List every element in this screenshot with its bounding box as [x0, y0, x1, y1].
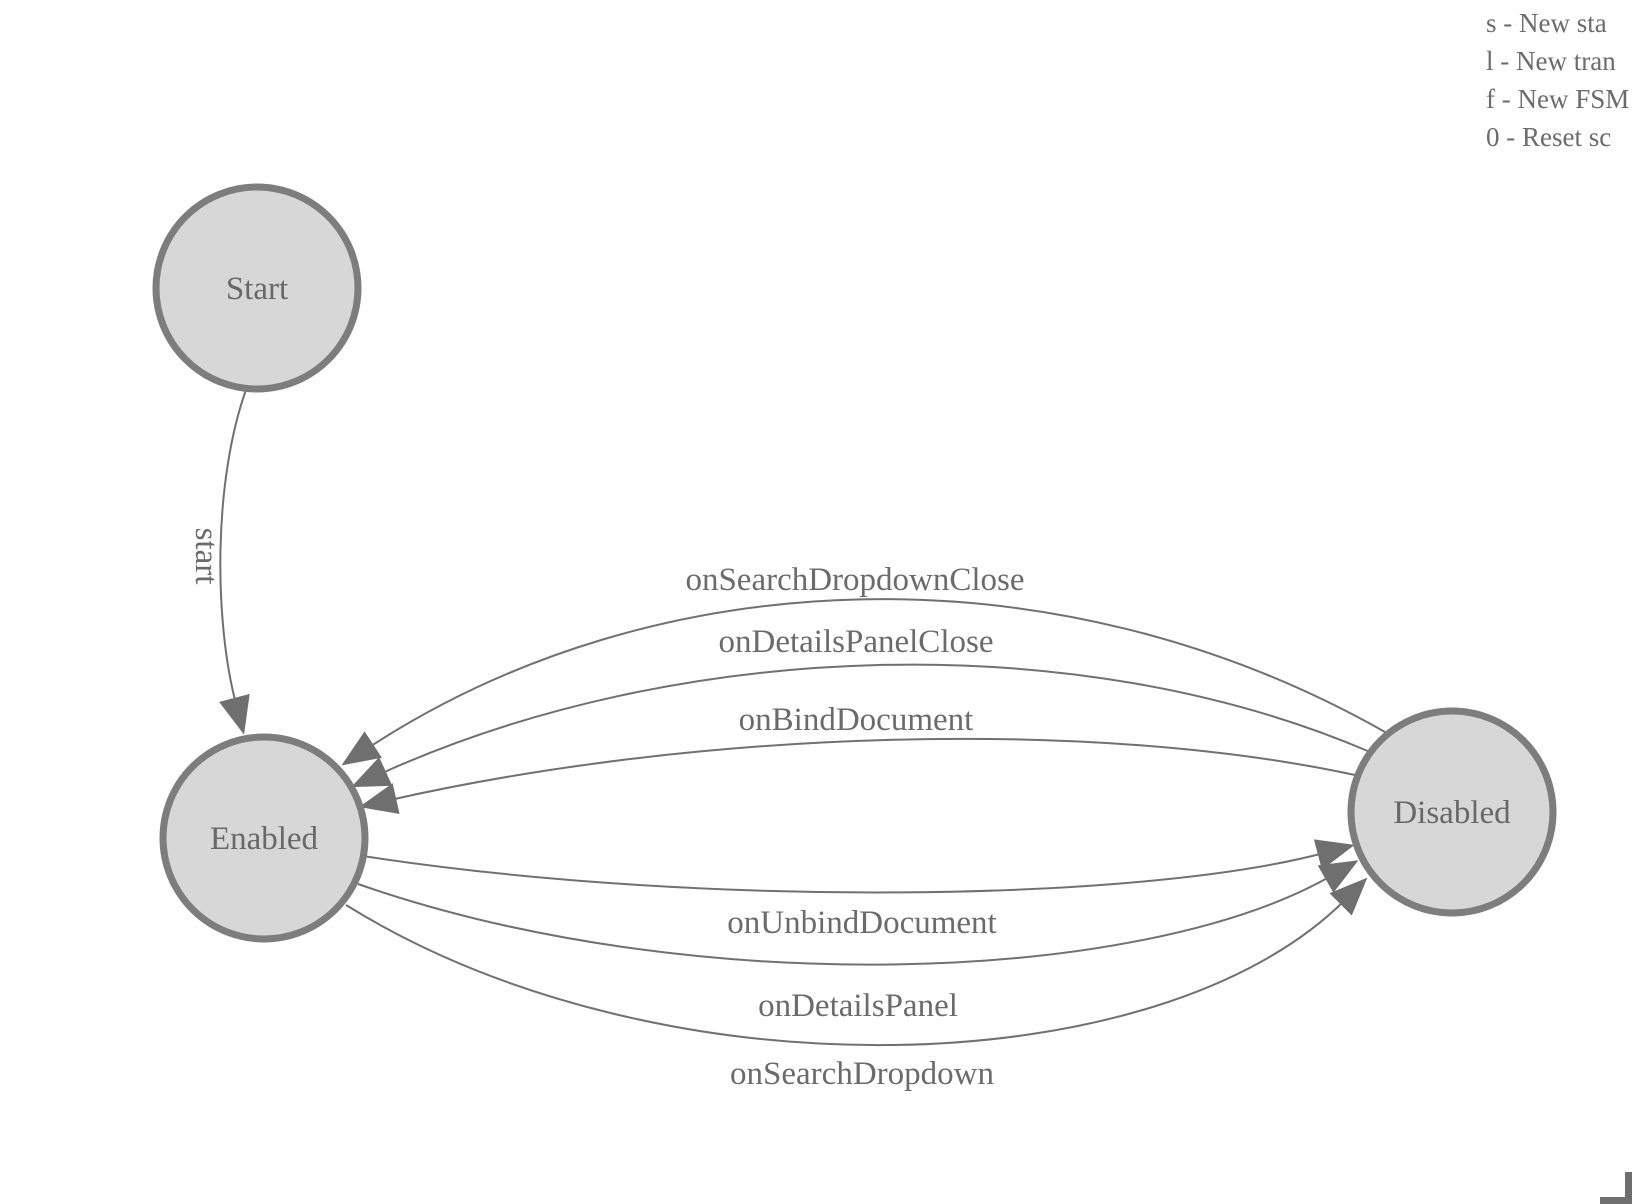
state-node-disabled[interactable]: Disabled	[1347, 707, 1557, 917]
shortcut-legend: s - New sta l - New tran f - New FSM 0 -…	[1486, 4, 1629, 156]
transition-edge-start[interactable]	[219, 386, 250, 735]
transition-labels: start onSearchDropdownClose onDetailsPan…	[188, 528, 1025, 1092]
legend-line-new-transition: l - New tran	[1486, 46, 1616, 76]
transition-label-start: start	[188, 528, 224, 585]
legend-line-new-state: s - New sta	[1486, 8, 1607, 38]
transition-label-onBindDocument: onBindDocument	[739, 702, 974, 738]
state-label-start: Start	[226, 271, 288, 307]
transition-label-onUnbindDocument: onUnbindDocument	[727, 905, 996, 941]
transition-label-onSearchDropdownClose: onSearchDropdownClose	[685, 562, 1024, 598]
transition-edge-onSearchDropdownClose[interactable]	[341, 598, 1386, 766]
state-circle-enabled[interactable]	[159, 733, 369, 943]
state-node-enabled[interactable]: Enabled	[159, 733, 369, 943]
transition-edge-onDetailsPanel[interactable]	[357, 860, 1359, 966]
state-label-enabled: Enabled	[210, 821, 319, 857]
transition-edge-onBindDocument[interactable]	[359, 737, 1356, 815]
legend-line-reset: 0 - Reset sc	[1486, 122, 1612, 152]
corner-widget-vertical-bar	[1625, 1172, 1632, 1204]
transition-label-onDetailsPanelClose: onDetailsPanelClose	[719, 624, 994, 660]
state-node-start[interactable]: Start	[152, 183, 362, 393]
state-circle-disabled[interactable]	[1347, 707, 1557, 917]
transition-edge-onDetailsPanelClose[interactable]	[351, 663, 1371, 788]
transition-label-onSearchDropdown: onSearchDropdown	[730, 1056, 994, 1092]
corner-widget-horizontal-bar	[1600, 1197, 1632, 1204]
state-label-disabled: Disabled	[1393, 795, 1511, 831]
transition-edges	[219, 386, 1386, 1046]
state-circle-start[interactable]	[152, 183, 362, 393]
transition-edge-onUnbindDocument[interactable]	[362, 839, 1355, 894]
transition-edge-onSearchDropdown[interactable]	[345, 877, 1368, 1046]
legend-line-new-fsm: f - New FSM	[1486, 84, 1630, 114]
transition-label-onDetailsPanel: onDetailsPanel	[758, 988, 958, 1024]
